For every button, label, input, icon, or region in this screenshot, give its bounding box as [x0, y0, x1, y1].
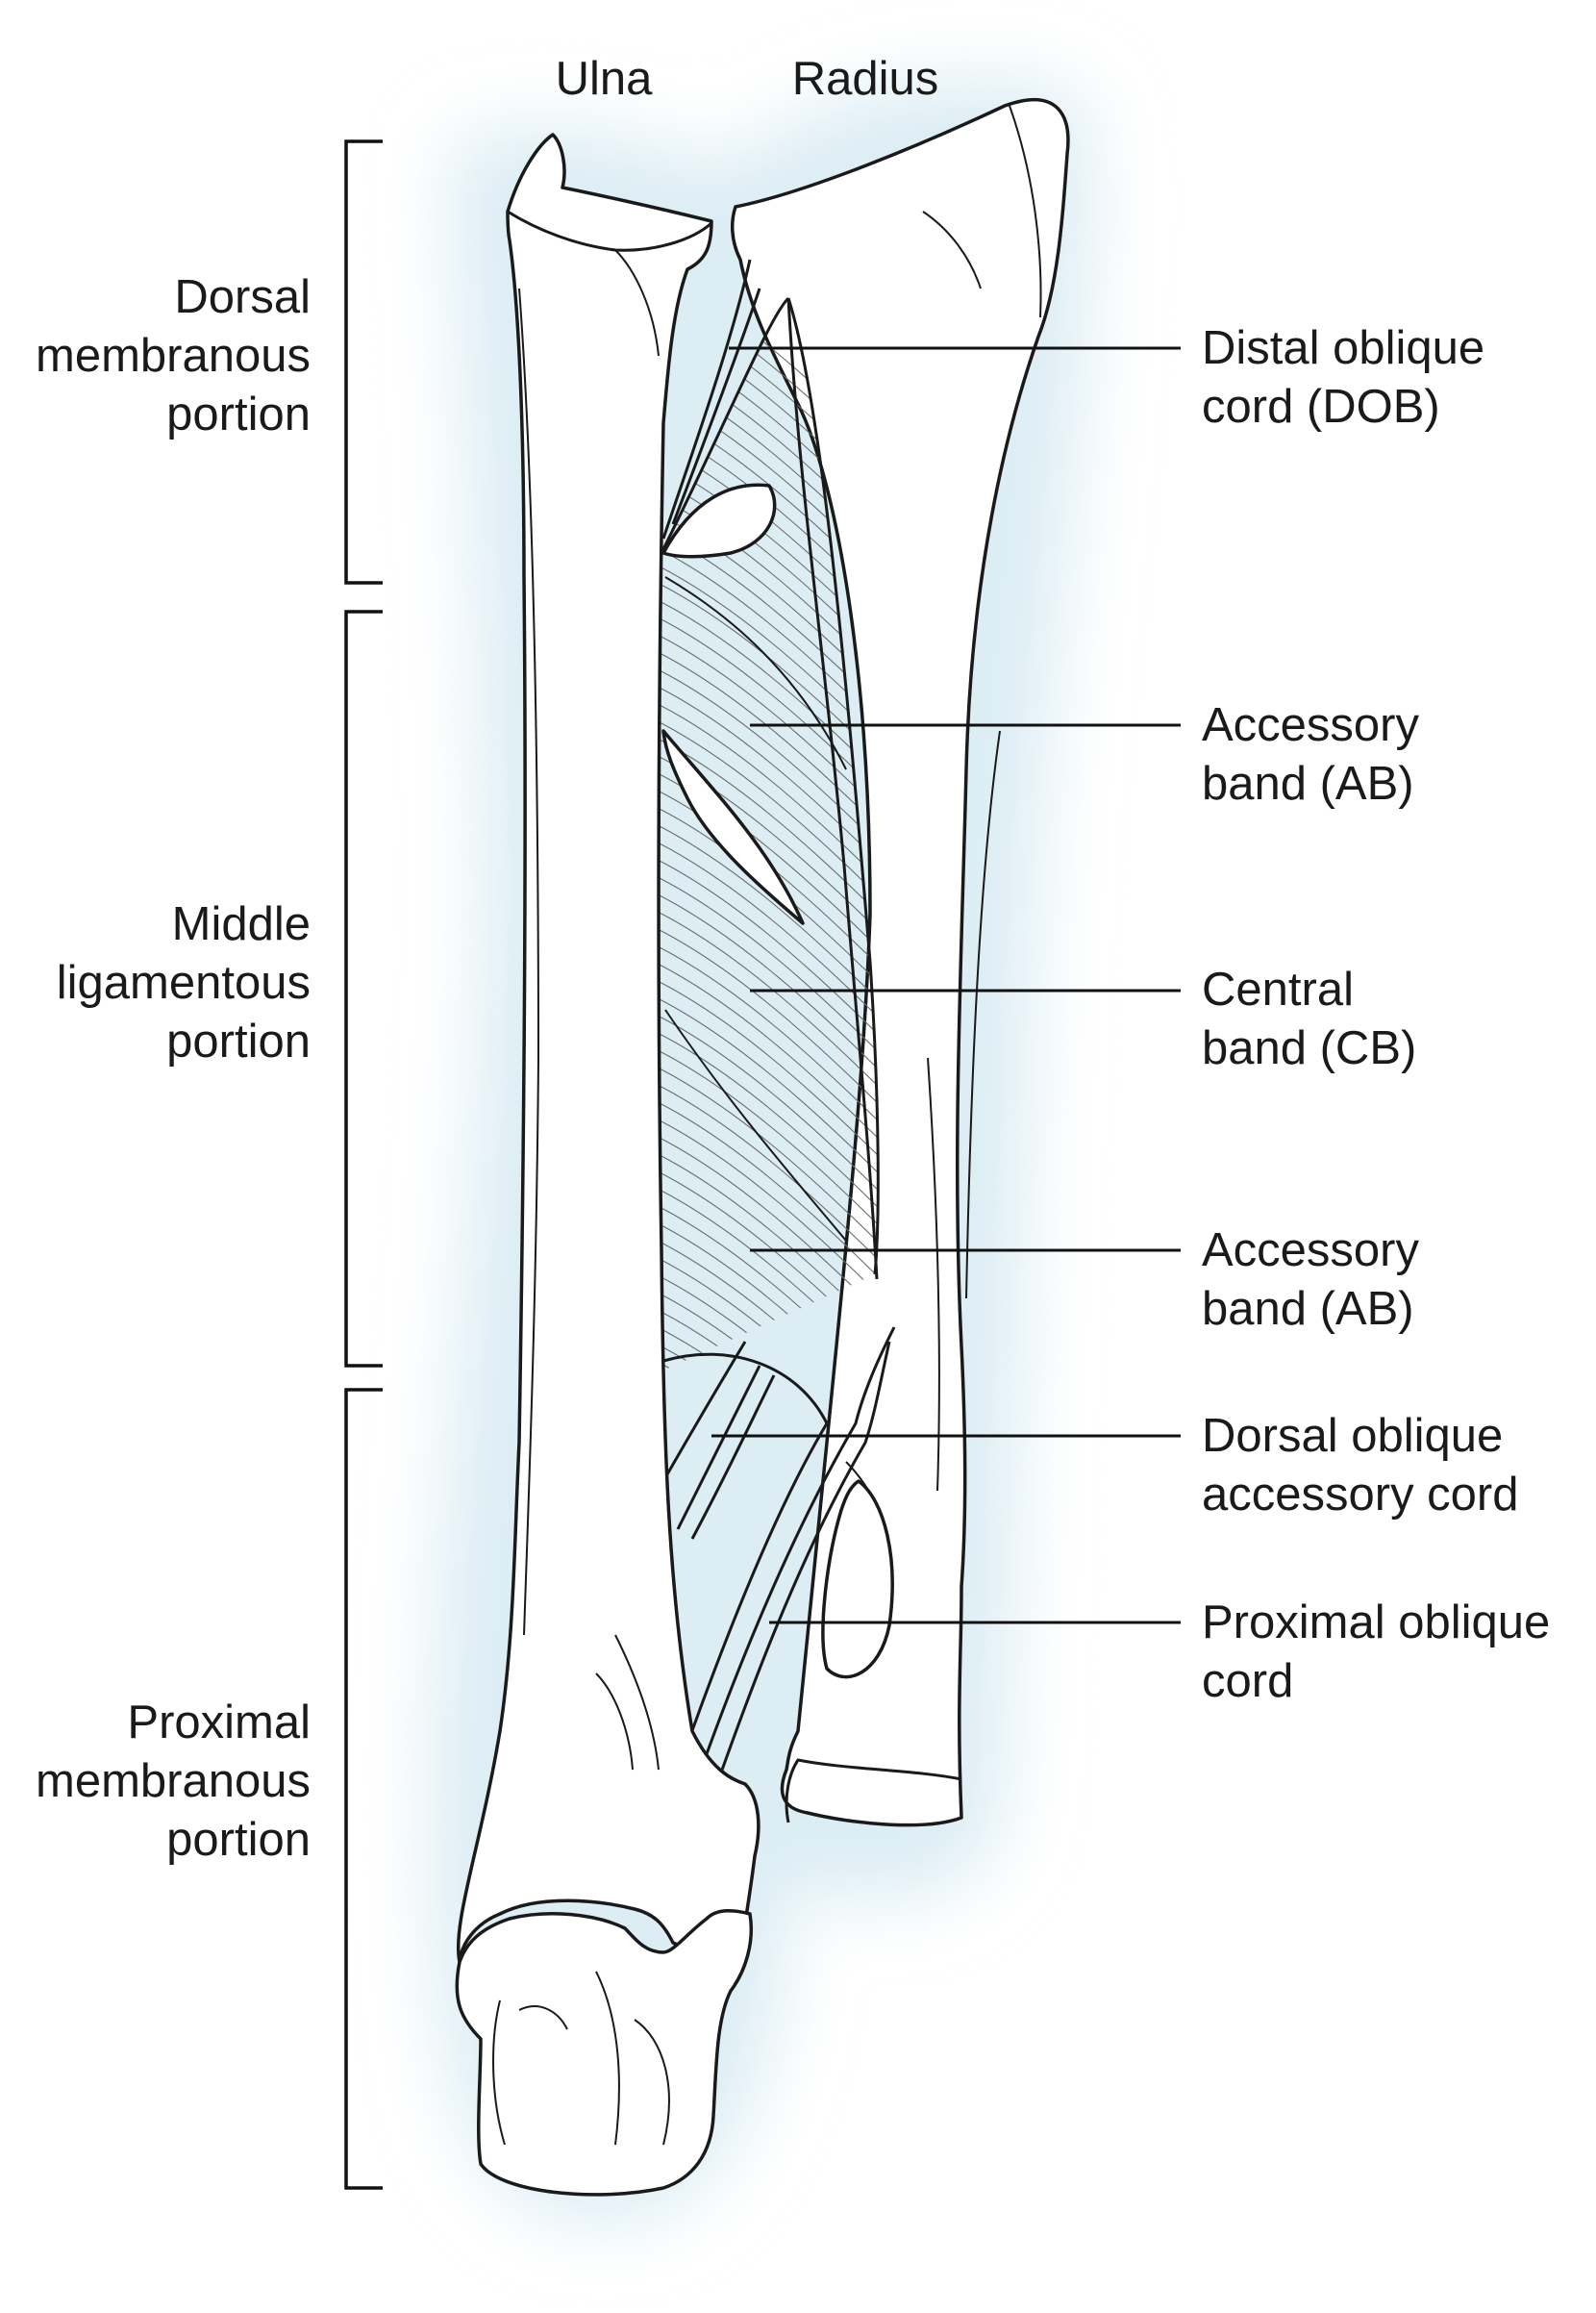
bracket-proximal [344, 1388, 383, 2190]
label-distal-oblique-cord: Distal oblique cord (DOB) [1202, 322, 1484, 433]
structure-label-line: accessory cord [1202, 1469, 1519, 1521]
region-label-line: membranous [36, 1755, 311, 1807]
structure-label-line: band (CB) [1202, 1022, 1416, 1074]
structure-label-line: Distal oblique [1202, 322, 1484, 374]
membrane-fiber [659, 961, 879, 1155]
bracket-middle [344, 610, 383, 1368]
region-label-line: portion [166, 1016, 311, 1068]
membrane-fiber [659, 1013, 879, 1207]
membrane-fiber [659, 1238, 879, 1370]
membrane-fiber [659, 1082, 879, 1276]
membrane-fiber [659, 1342, 879, 1370]
structure-label-line: cord (DOB) [1202, 381, 1440, 433]
ulna-label: Ulna [556, 53, 654, 105]
label-proximal-oblique-cord: Proximal oblique cord [1202, 1596, 1550, 1707]
membrane-fiber [659, 995, 879, 1190]
region-label-line: Proximal [127, 1697, 311, 1748]
membrane-fiber [659, 822, 879, 1017]
region-label-line: ligamentous [57, 957, 311, 1009]
membrane-fiber [659, 1307, 879, 1370]
region-label-line: Dorsal [174, 271, 311, 323]
region-brackets [344, 139, 383, 2190]
membrane-fiber [659, 978, 879, 1172]
membrane-fiber [659, 1220, 879, 1370]
ulna-bone [455, 133, 761, 2197]
label-central-band: Central band (CB) [1202, 964, 1416, 1074]
region-label-line: Middle [172, 898, 311, 950]
structure-label-line: band (AB) [1202, 1283, 1414, 1335]
membrane-fiber [659, 926, 879, 1120]
structure-label-line: band (AB) [1202, 758, 1414, 810]
membrane-fiber [659, 840, 879, 1034]
membrane-fiber [659, 718, 879, 913]
membrane-fiber [659, 1117, 879, 1311]
structure-label-line: Central [1202, 964, 1354, 1016]
membrane-fiber [659, 874, 879, 1069]
membrane-fiber [659, 1047, 879, 1242]
region-label-middle: Middle ligamentous portion [57, 898, 311, 1068]
region-label-line: portion [166, 389, 311, 440]
region-label-dorsal: Dorsal membranous portion [36, 271, 311, 440]
membrane-fiber [659, 1099, 879, 1294]
membrane-fiber [659, 1065, 879, 1259]
membrane-fiber [659, 943, 879, 1138]
region-label-line: membranous [36, 330, 311, 382]
membrane-fiber [659, 857, 879, 1051]
structure-label-line: cord [1202, 1655, 1293, 1707]
radius-bone [730, 98, 1070, 1827]
region-label-line: portion [166, 1814, 311, 1866]
leader-lines [711, 346, 1181, 1624]
label-accessory-band-1: Accessory band (AB) [1202, 699, 1420, 810]
radius-label: Radius [792, 53, 939, 105]
region-label-proximal: Proximal membranous portion [36, 1697, 311, 1866]
label-accessory-band-2: Accessory band (AB) [1202, 1224, 1420, 1335]
structure-label-line: Accessory [1202, 1224, 1420, 1276]
membrane-fiber [659, 1030, 879, 1224]
bracket-dorsal [344, 139, 383, 585]
structure-label-line: Dorsal oblique [1202, 1410, 1503, 1462]
label-dorsal-oblique-accessory-cord: Dorsal oblique accessory cord [1202, 1410, 1519, 1521]
structure-label-line: Proximal oblique [1202, 1596, 1550, 1648]
membrane-fiber [659, 1324, 879, 1370]
structure-label-line: Accessory [1202, 699, 1420, 751]
